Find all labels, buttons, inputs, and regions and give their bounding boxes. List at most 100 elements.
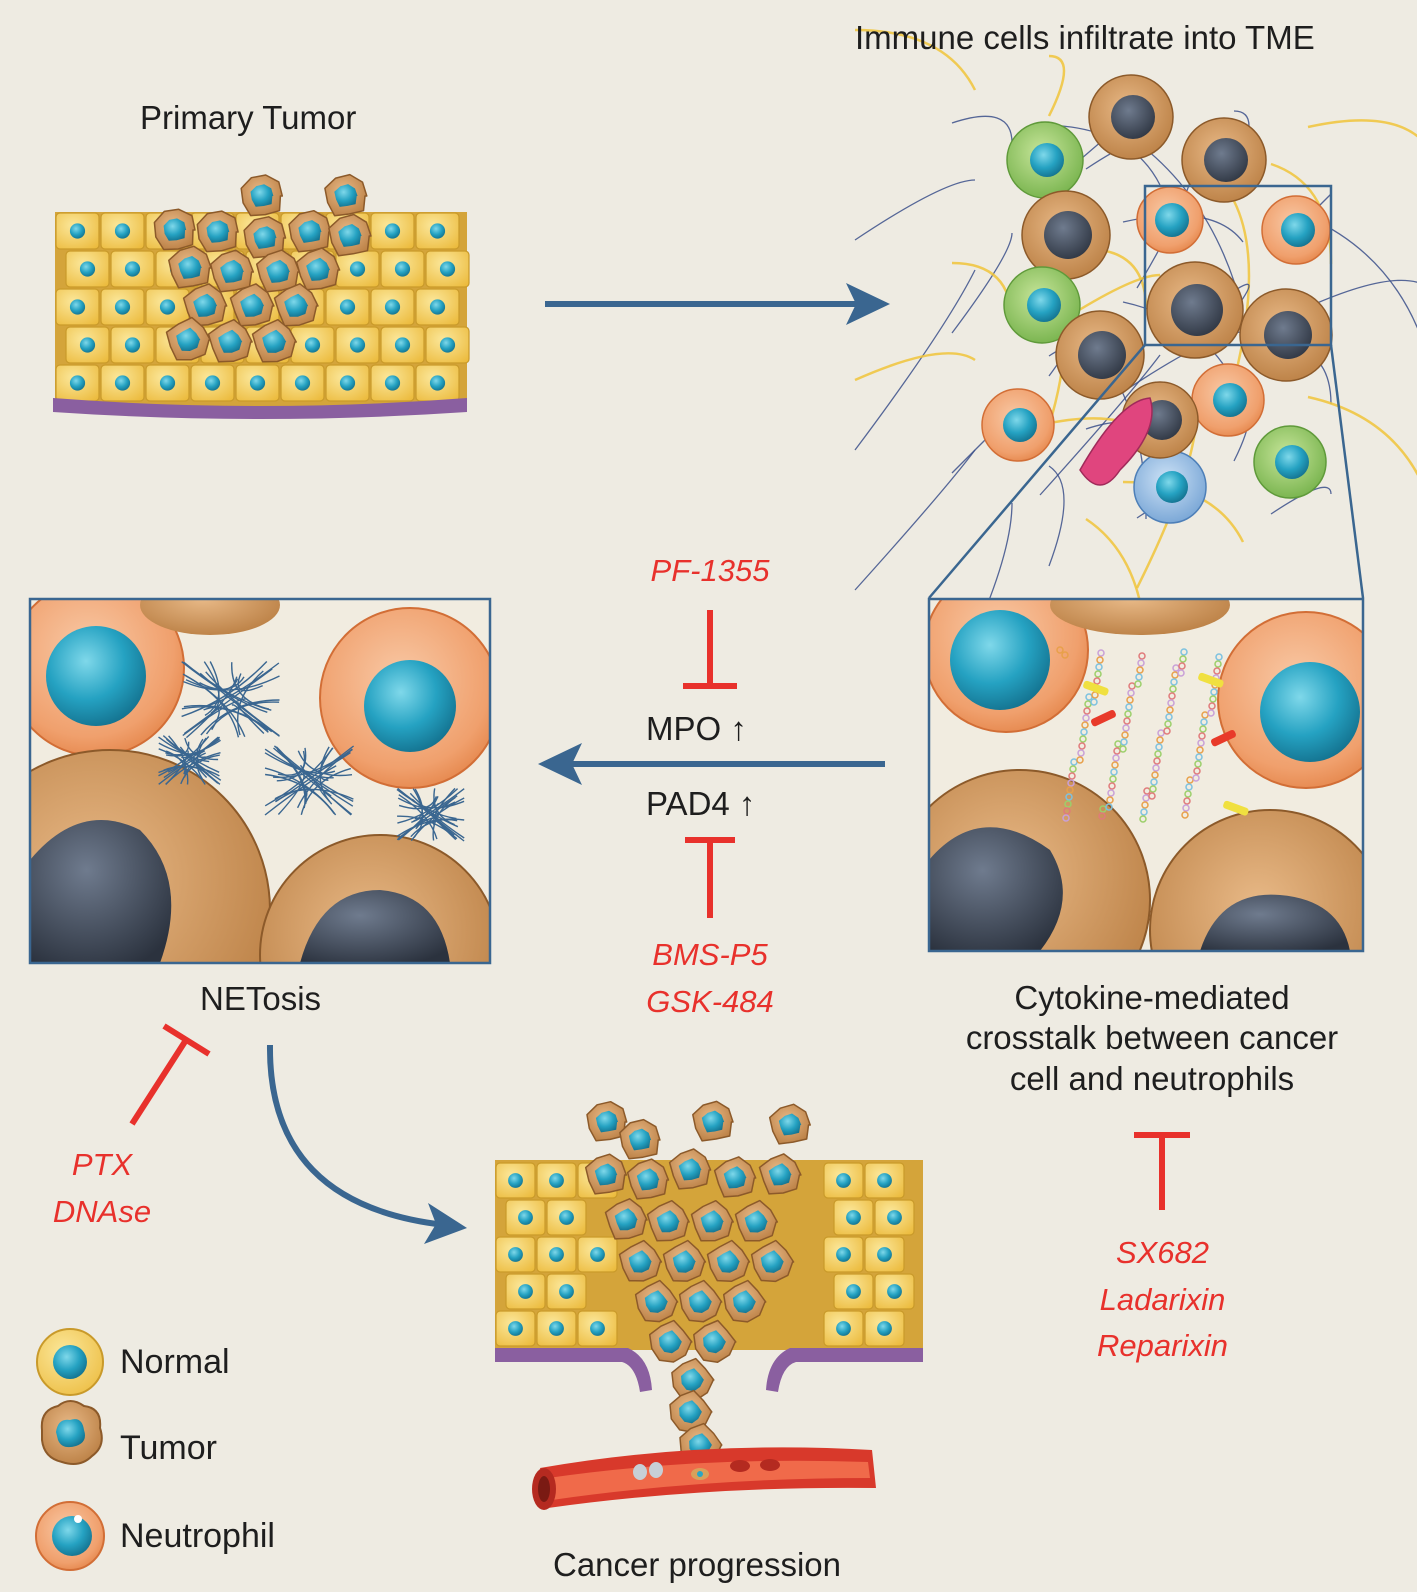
netosis-label: NETosis [200, 980, 322, 1017]
receptor [1210, 729, 1236, 747]
cytokine-dot [1150, 778, 1158, 786]
ecm-fiber [1048, 465, 1065, 567]
cell-nucleus [159, 375, 176, 391]
ecm-fiber [854, 352, 976, 382]
ecm-fiber [1307, 395, 1417, 476]
drug-name: GSK-484 [646, 983, 774, 1019]
cell-nucleus [249, 375, 266, 391]
cell-nucleus [1030, 143, 1064, 177]
cell-nucleus [1156, 471, 1188, 503]
cell-nucleus [701, 1110, 725, 1133]
cytokine-dot [1120, 738, 1128, 746]
net-fiber [185, 676, 238, 739]
cell-nucleus [732, 1290, 756, 1314]
cytokine-dot [1199, 725, 1207, 733]
cell-nucleus [429, 223, 446, 239]
receptor [1090, 709, 1116, 727]
net-fiber [205, 701, 280, 735]
net-fiber [158, 765, 209, 775]
cytokine-dot [1068, 772, 1076, 780]
normal-cell-icon [36, 1328, 104, 1396]
cytokine-dot [1067, 779, 1075, 787]
net-fiber [158, 748, 206, 785]
ecm-fiber [854, 28, 977, 91]
cell-nucleus [636, 1168, 660, 1191]
drug-name: PF-1355 [650, 553, 770, 588]
cytokine-dot [1167, 699, 1175, 707]
cytokine-dot [1193, 767, 1201, 775]
cytokine-dot [1076, 756, 1084, 764]
cell-nucleus [628, 1250, 652, 1273]
cytokine-dot [1154, 750, 1162, 758]
pad4-label: PAD4 ↑ [646, 785, 756, 822]
cell-nucleus [253, 226, 277, 249]
cytokine-dot [1192, 774, 1200, 782]
ecm-fiber [854, 269, 976, 451]
net-fiber [237, 673, 263, 692]
legend-label-normal: Normal [120, 1343, 230, 1381]
cell-nucleus [206, 220, 230, 243]
cytokine-dot [1215, 653, 1223, 661]
cell-nucleus [716, 1250, 740, 1273]
ecm-fiber [1047, 54, 1066, 117]
ecm-fiber [1307, 279, 1417, 308]
cytokine-dot [1183, 797, 1191, 805]
cell-nucleus [549, 1173, 564, 1188]
cytokine-dot [1095, 663, 1103, 671]
cancer-progression-label: Cancer progression [553, 1546, 841, 1583]
cytokine-dot [1112, 754, 1120, 762]
cell-nucleus [250, 184, 274, 207]
net-fiber [296, 748, 353, 809]
cell-nucleus [628, 1128, 652, 1151]
mpo-inhibitor-symbol [683, 610, 737, 689]
crosstalk-label: Cytokine-mediated crosstalk between canc… [946, 978, 1358, 1099]
cytokine-dot [1135, 673, 1143, 681]
cell-nucleus [877, 1173, 892, 1188]
cytokine-dot [1169, 685, 1177, 693]
ecm-fiber [1039, 354, 1161, 496]
cytokine-dot [1134, 680, 1142, 688]
cell-nucleus [700, 1210, 724, 1233]
basement-membrane [53, 398, 467, 419]
cytokine-dot [1151, 771, 1159, 779]
net-fiber [411, 788, 465, 824]
cytokine-dot [1168, 692, 1176, 700]
cytokine-dot [1080, 728, 1088, 736]
net-fiber [300, 767, 351, 815]
cell-nucleus [1281, 213, 1315, 247]
cytokine-dot [1182, 804, 1190, 812]
cell-nucleus [1044, 211, 1092, 259]
cytokine-dot [1184, 790, 1192, 798]
ecm-fiber [1307, 119, 1417, 138]
cell-nucleus [1200, 894, 1350, 951]
net-fiber [158, 752, 206, 785]
cytokine-dot [1179, 655, 1187, 663]
cell-nucleus [349, 261, 366, 277]
cell-nucleus [178, 256, 202, 279]
cytokine-dot [1110, 768, 1118, 776]
receptor [1223, 800, 1249, 816]
cell-nucleus [590, 1247, 605, 1262]
crosstalk-label-line: crosstalk between cancer [965, 1019, 1339, 1057]
arrow-crosstalk-to-netosis [538, 743, 885, 785]
cell-nucleus [300, 890, 450, 963]
cytokine-dot [1123, 717, 1131, 725]
netosis-inhibitor-list: PTX DNAse [42, 1142, 162, 1235]
net-fiber [181, 661, 268, 713]
cell-nucleus [768, 1163, 792, 1186]
cytokine-dot [1124, 710, 1132, 718]
legend-label-tumor: Tumor [120, 1429, 217, 1467]
net-fiber [183, 704, 273, 733]
net-fiber [196, 738, 206, 759]
cell-nucleus [364, 660, 456, 752]
cell-nucleus [394, 261, 411, 277]
cell-nucleus [384, 375, 401, 391]
receptor [1198, 672, 1224, 688]
cell-nucleus [384, 223, 401, 239]
cell-nucleus [508, 1173, 523, 1188]
cytokine-dot [1170, 678, 1178, 686]
crosstalk-label-line: cell and neutrophils [1009, 1059, 1295, 1097]
cytokine-dot [1181, 811, 1189, 819]
cytokine-dot [1153, 757, 1161, 765]
